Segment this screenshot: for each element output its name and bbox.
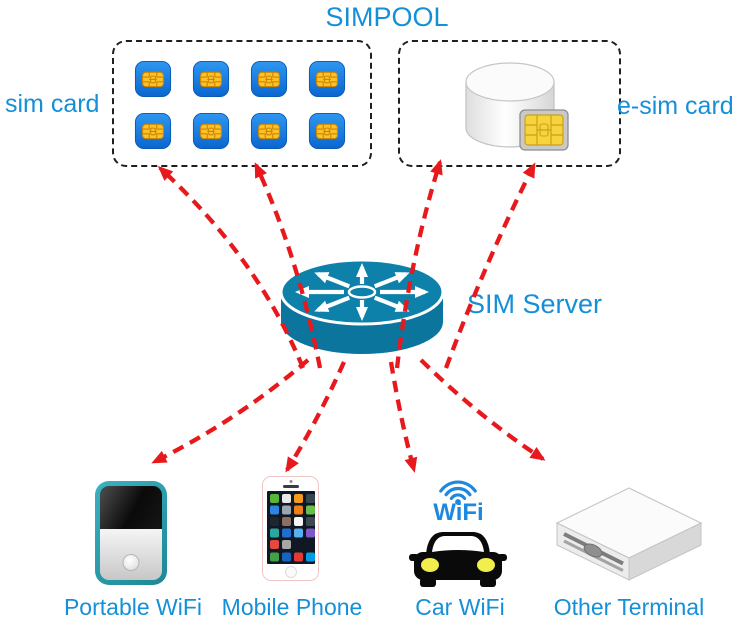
sim-card-pool-box xyxy=(112,40,372,167)
sim-card-icon xyxy=(250,60,288,98)
sim-card-icon xyxy=(250,112,288,150)
arrow-to-car-wifi xyxy=(388,361,418,473)
car-icon xyxy=(409,532,507,587)
car-wifi-caption: Car WiFi xyxy=(415,594,505,620)
sim-card-label: sim card xyxy=(5,90,100,118)
phone-home-button xyxy=(284,566,297,578)
arrow-to-portable-wifi xyxy=(151,358,310,464)
portable-wifi-icon xyxy=(95,481,167,585)
portable-wifi-body xyxy=(100,486,162,580)
sim-card-grid xyxy=(114,42,370,150)
mobile-phone-caption: Mobile Phone xyxy=(221,594,363,620)
portable-wifi-button xyxy=(122,553,140,571)
portable-wifi-caption: Portable WiFi xyxy=(63,594,203,620)
esim-card-label: e-sim card xyxy=(617,92,734,120)
wifi-text: WiFi xyxy=(433,499,484,526)
mobile-phone-icon xyxy=(262,476,319,581)
portable-wifi-screen xyxy=(100,486,162,530)
sim-card-icon xyxy=(308,60,346,98)
sim-card-icon xyxy=(308,112,346,150)
wifi-signal-icon xyxy=(439,480,477,505)
sim-card-icon xyxy=(134,60,172,98)
arrow-to-other-terminal xyxy=(419,358,546,461)
sim-server-label: SIM Server xyxy=(467,289,603,319)
esim-chip-icon xyxy=(519,109,569,151)
phone-speaker xyxy=(282,485,299,488)
router-icon xyxy=(279,258,445,354)
phone-screen xyxy=(266,491,315,564)
arrow-to-esimbox-2 xyxy=(443,162,536,369)
phone-app-grid xyxy=(269,494,315,562)
car-wifi-icon: WiFi xyxy=(406,470,511,588)
phone-camera-dot xyxy=(289,480,292,483)
sim-card-icon xyxy=(192,60,230,98)
diagram-title: SIMPOOL xyxy=(325,2,449,32)
arrow-to-mobile-phone xyxy=(285,361,346,473)
esim-pool-box xyxy=(398,40,621,167)
sim-card-icon xyxy=(192,112,230,150)
other-terminal-caption: Other Terminal xyxy=(553,594,705,620)
other-terminal-icon xyxy=(555,487,703,581)
sim-card-icon xyxy=(134,112,172,150)
